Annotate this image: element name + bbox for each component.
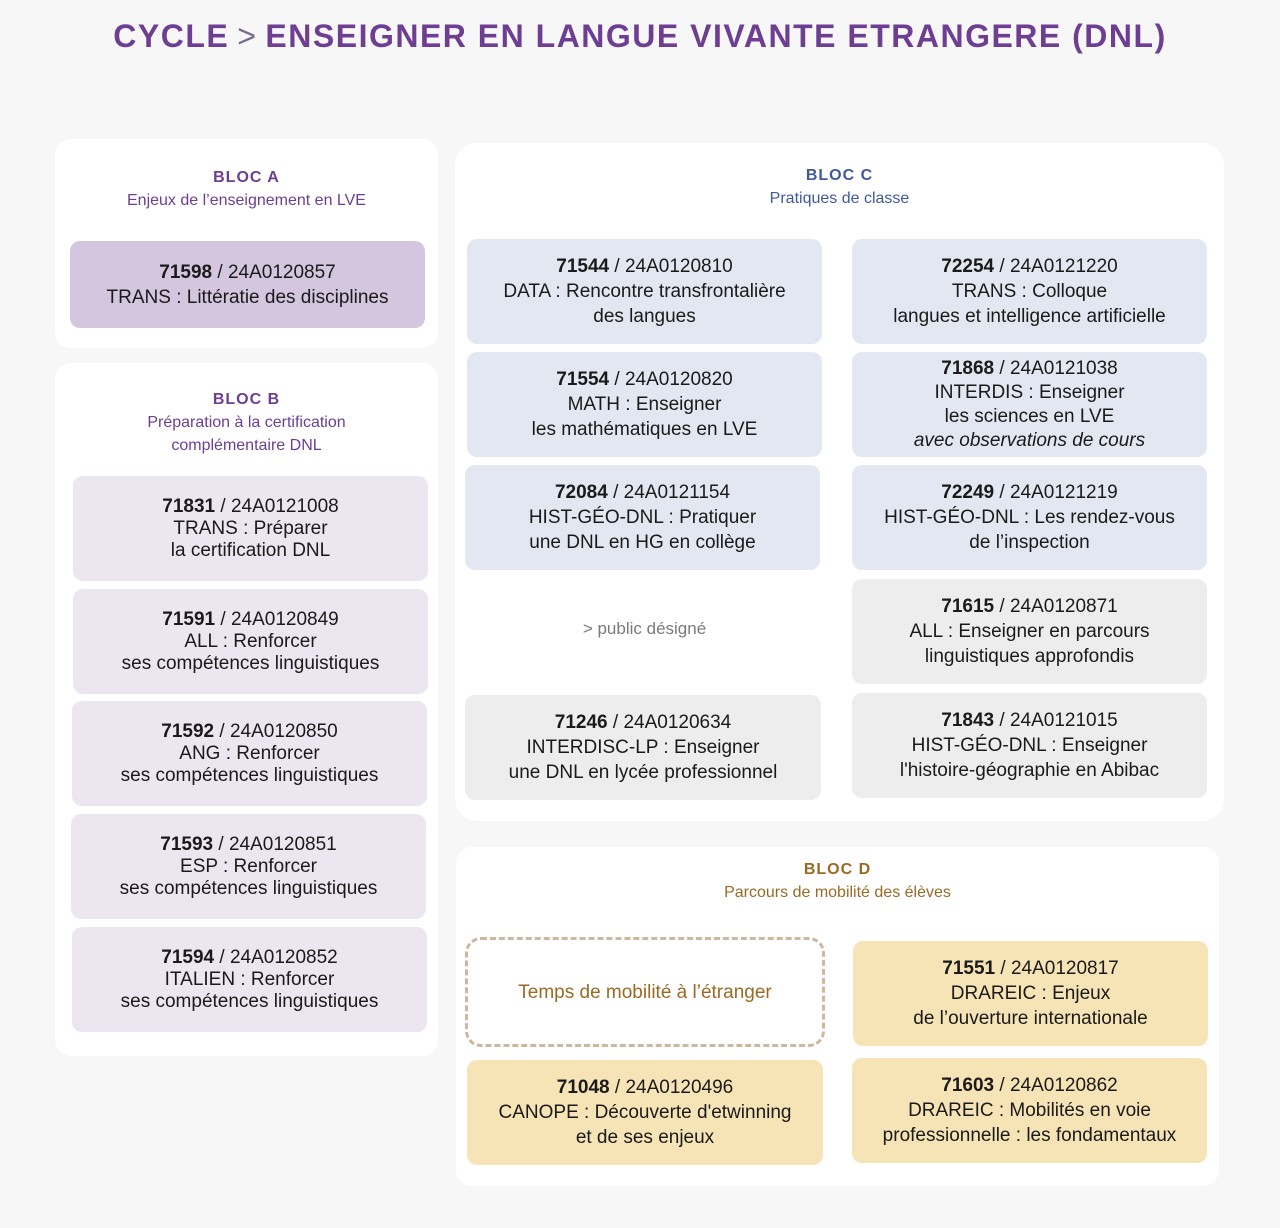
course-title: ALL : Enseigner en parcours (909, 621, 1150, 642)
bloc-c-panel: BLOC C Pratiques de classe 71544 / 24A01… (455, 143, 1224, 821)
course-card[interactable]: 71551 / 24A0120817 DRAREIC : Enjeux de l… (853, 941, 1208, 1046)
course-note: avec observations de cours (913, 429, 1146, 451)
course-id: 71615 / 24A0120871 (941, 596, 1118, 617)
course-id: 71603 / 24A0120862 (941, 1075, 1118, 1096)
course-title: HIST-GÉO-DNL : Les rendez-vous (884, 507, 1175, 528)
course-card[interactable]: 71554 / 24A0120820 MATH : Enseigner les … (467, 352, 822, 457)
course-card[interactable]: 71593 / 24A0120851 ESP : Renforcer ses c… (71, 814, 426, 919)
course-id: 71868 / 24A0121038 (941, 357, 1118, 379)
course-card[interactable]: 71246 / 24A0120634 INTERDISC-LP : Enseig… (465, 695, 821, 800)
course-title-2: ses compétences linguistiques (120, 990, 379, 1012)
course-id: 71598 / 24A0120857 (159, 261, 336, 283)
course-title: HIST-GÉO-DNL : Enseigner (911, 735, 1148, 756)
course-card[interactable]: 71594 / 24A0120852 ITALIEN : Renforcer s… (72, 927, 427, 1032)
course-id: 71554 / 24A0120820 (556, 369, 733, 390)
bloc-b-subtitle-2: complémentaire DNL (171, 437, 322, 454)
course-title-2: les sciences en LVE (944, 405, 1115, 427)
course-id: 71592 / 24A0120850 (161, 720, 338, 742)
course-card[interactable]: 71048 / 24A0120496 CANOPE : Découverte d… (467, 1060, 823, 1165)
bloc-b-name: BLOC B (212, 391, 281, 408)
course-card[interactable]: 72249 / 24A0121219 HIST-GÉO-DNL : Les re… (852, 465, 1207, 570)
course-card[interactable]: 71868 / 24A0121038 INTERDIS : Enseigner … (852, 352, 1207, 457)
course-title-2: des langues (593, 306, 696, 327)
page-title: CYCLE>ENSEIGNER EN LANGUE VIVANTE ETRANG… (0, 18, 1280, 55)
bloc-d-name: BLOC D (803, 861, 872, 878)
bloc-c-name: BLOC C (805, 167, 874, 184)
course-card[interactable]: 71603 / 24A0120862 DRAREIC : Mobilités e… (852, 1058, 1207, 1163)
title-separator: > (237, 18, 258, 54)
course-id: 71246 / 24A0120634 (554, 712, 732, 733)
course-id: 72084 / 24A0121154 (554, 482, 731, 503)
course-id: 71593 / 24A0120851 (160, 833, 337, 855)
bloc-c-subtitle: Pratiques de classe (769, 190, 910, 207)
bloc-d-panel: BLOC D Parcours de mobilité des élèves T… (456, 847, 1219, 1186)
bloc-b-panel: BLOC B Préparation à la certification co… (55, 363, 438, 1056)
bloc-a-panel: BLOC A Enjeux de l’enseignement en LVE 7… (55, 139, 438, 348)
course-title: DATA : Rencontre transfrontalière (503, 281, 786, 302)
course-title-2: ses compétences linguistiques (119, 877, 378, 899)
bloc-a-header: BLOC A Enjeux de l’enseignement en LVE (55, 166, 438, 212)
course-title-2: de l’inspection (969, 532, 1090, 553)
bloc-c-header: BLOC C Pratiques de classe (455, 164, 1224, 210)
course-title-2: de l’ouverture internationale (913, 1008, 1148, 1029)
course-id: 71831 / 24A0121008 (162, 495, 339, 517)
course-title-2: ses compétences linguistiques (120, 764, 379, 786)
course-title: MATH : Enseigner (567, 394, 722, 415)
course-title: HIST-GÉO-DNL : Pratiquer (528, 507, 757, 528)
title-prefix: CYCLE (113, 18, 230, 54)
course-title-2: une DNL en HG en collège (529, 532, 756, 553)
course-title-2: et de ses enjeux (575, 1127, 715, 1148)
title-main: ENSEIGNER EN LANGUE VIVANTE ETRANGERE (D… (265, 18, 1167, 54)
course-card[interactable]: 71592 / 24A0120850 ANG : Renforcer ses c… (72, 701, 427, 806)
course-title: INTERDIS : Enseigner (934, 381, 1125, 403)
course-title: ANG : Renforcer (179, 742, 320, 764)
bloc-d-header: BLOC D Parcours de mobilité des élèves (456, 858, 1219, 904)
course-title-2: linguistiques approfondis (924, 646, 1135, 667)
course-id: 72254 / 24A0121220 (941, 256, 1118, 277)
course-title-2: les mathématiques en LVE (531, 419, 758, 440)
bloc-a-subtitle: Enjeux de l’enseignement en LVE (127, 192, 366, 209)
public-designe-label: > public désigné (582, 619, 707, 638)
course-card[interactable]: 71591 / 24A0120849 ALL : Renforcer ses c… (73, 589, 428, 694)
bloc-b-header: BLOC B Préparation à la certification co… (55, 388, 438, 457)
course-card[interactable]: 71544 / 24A0120810 DATA : Rencontre tran… (467, 239, 822, 344)
course-title: TRANS : Littératie des disciplines (106, 286, 389, 308)
course-title: INTERDISC-LP : Enseigner (526, 737, 760, 758)
course-card[interactable]: 71831 / 24A0121008 TRANS : Préparer la c… (73, 476, 428, 581)
bloc-d-subtitle: Parcours de mobilité des élèves (724, 884, 951, 901)
course-id: 72249 / 24A0121219 (941, 482, 1118, 503)
course-card[interactable]: 71615 / 24A0120871 ALL : Enseigner en pa… (852, 579, 1207, 684)
course-title: ESP : Renforcer (180, 855, 317, 877)
mobility-label: Temps de mobilité à l’étranger (518, 981, 772, 1003)
course-id: 71843 / 24A0121015 (941, 710, 1118, 731)
course-title-2: langues et intelligence artificielle (893, 306, 1166, 327)
course-card[interactable]: 71843 / 24A0121015 HIST-GÉO-DNL : Enseig… (852, 693, 1207, 798)
course-title: ALL : Renforcer (184, 630, 317, 652)
course-title: DRAREIC : Mobilités en voie (908, 1100, 1151, 1121)
course-title-2: ses compétences linguistiques (121, 652, 380, 674)
course-card[interactable]: 72254 / 24A0121220 TRANS : Colloque lang… (852, 239, 1207, 344)
course-id: 71544 / 24A0120810 (556, 256, 733, 277)
course-title: CANOPE : Découverte d'etwinning (498, 1102, 792, 1123)
course-card[interactable]: 71598 / 24A0120857 TRANS : Littératie de… (70, 241, 425, 328)
course-id: 71594 / 24A0120852 (161, 946, 338, 968)
course-card[interactable]: 72084 / 24A0121154 HIST-GÉO-DNL : Pratiq… (465, 465, 820, 570)
course-id: 71551 / 24A0120817 (942, 958, 1119, 979)
bloc-b-subtitle: Préparation à la certification (147, 414, 346, 431)
course-id: 71048 / 24A0120496 (556, 1077, 734, 1098)
course-title-2: la certification DNL (170, 539, 331, 561)
course-title: ITALIEN : Renforcer (164, 968, 335, 990)
course-id: 71591 / 24A0120849 (162, 608, 339, 630)
course-title-2: professionnelle : les fondamentaux (882, 1125, 1177, 1146)
bloc-a-name: BLOC A (213, 169, 280, 186)
course-title-2: l'histoire-géographie en Abibac (899, 760, 1160, 781)
course-title: TRANS : Colloque (951, 281, 1108, 302)
course-title: DRAREIC : Enjeux (950, 983, 1111, 1004)
course-title: TRANS : Préparer (173, 517, 328, 539)
mobility-box: Temps de mobilité à l’étranger (465, 937, 825, 1047)
course-title-2: une DNL en lycée professionnel (508, 762, 778, 783)
